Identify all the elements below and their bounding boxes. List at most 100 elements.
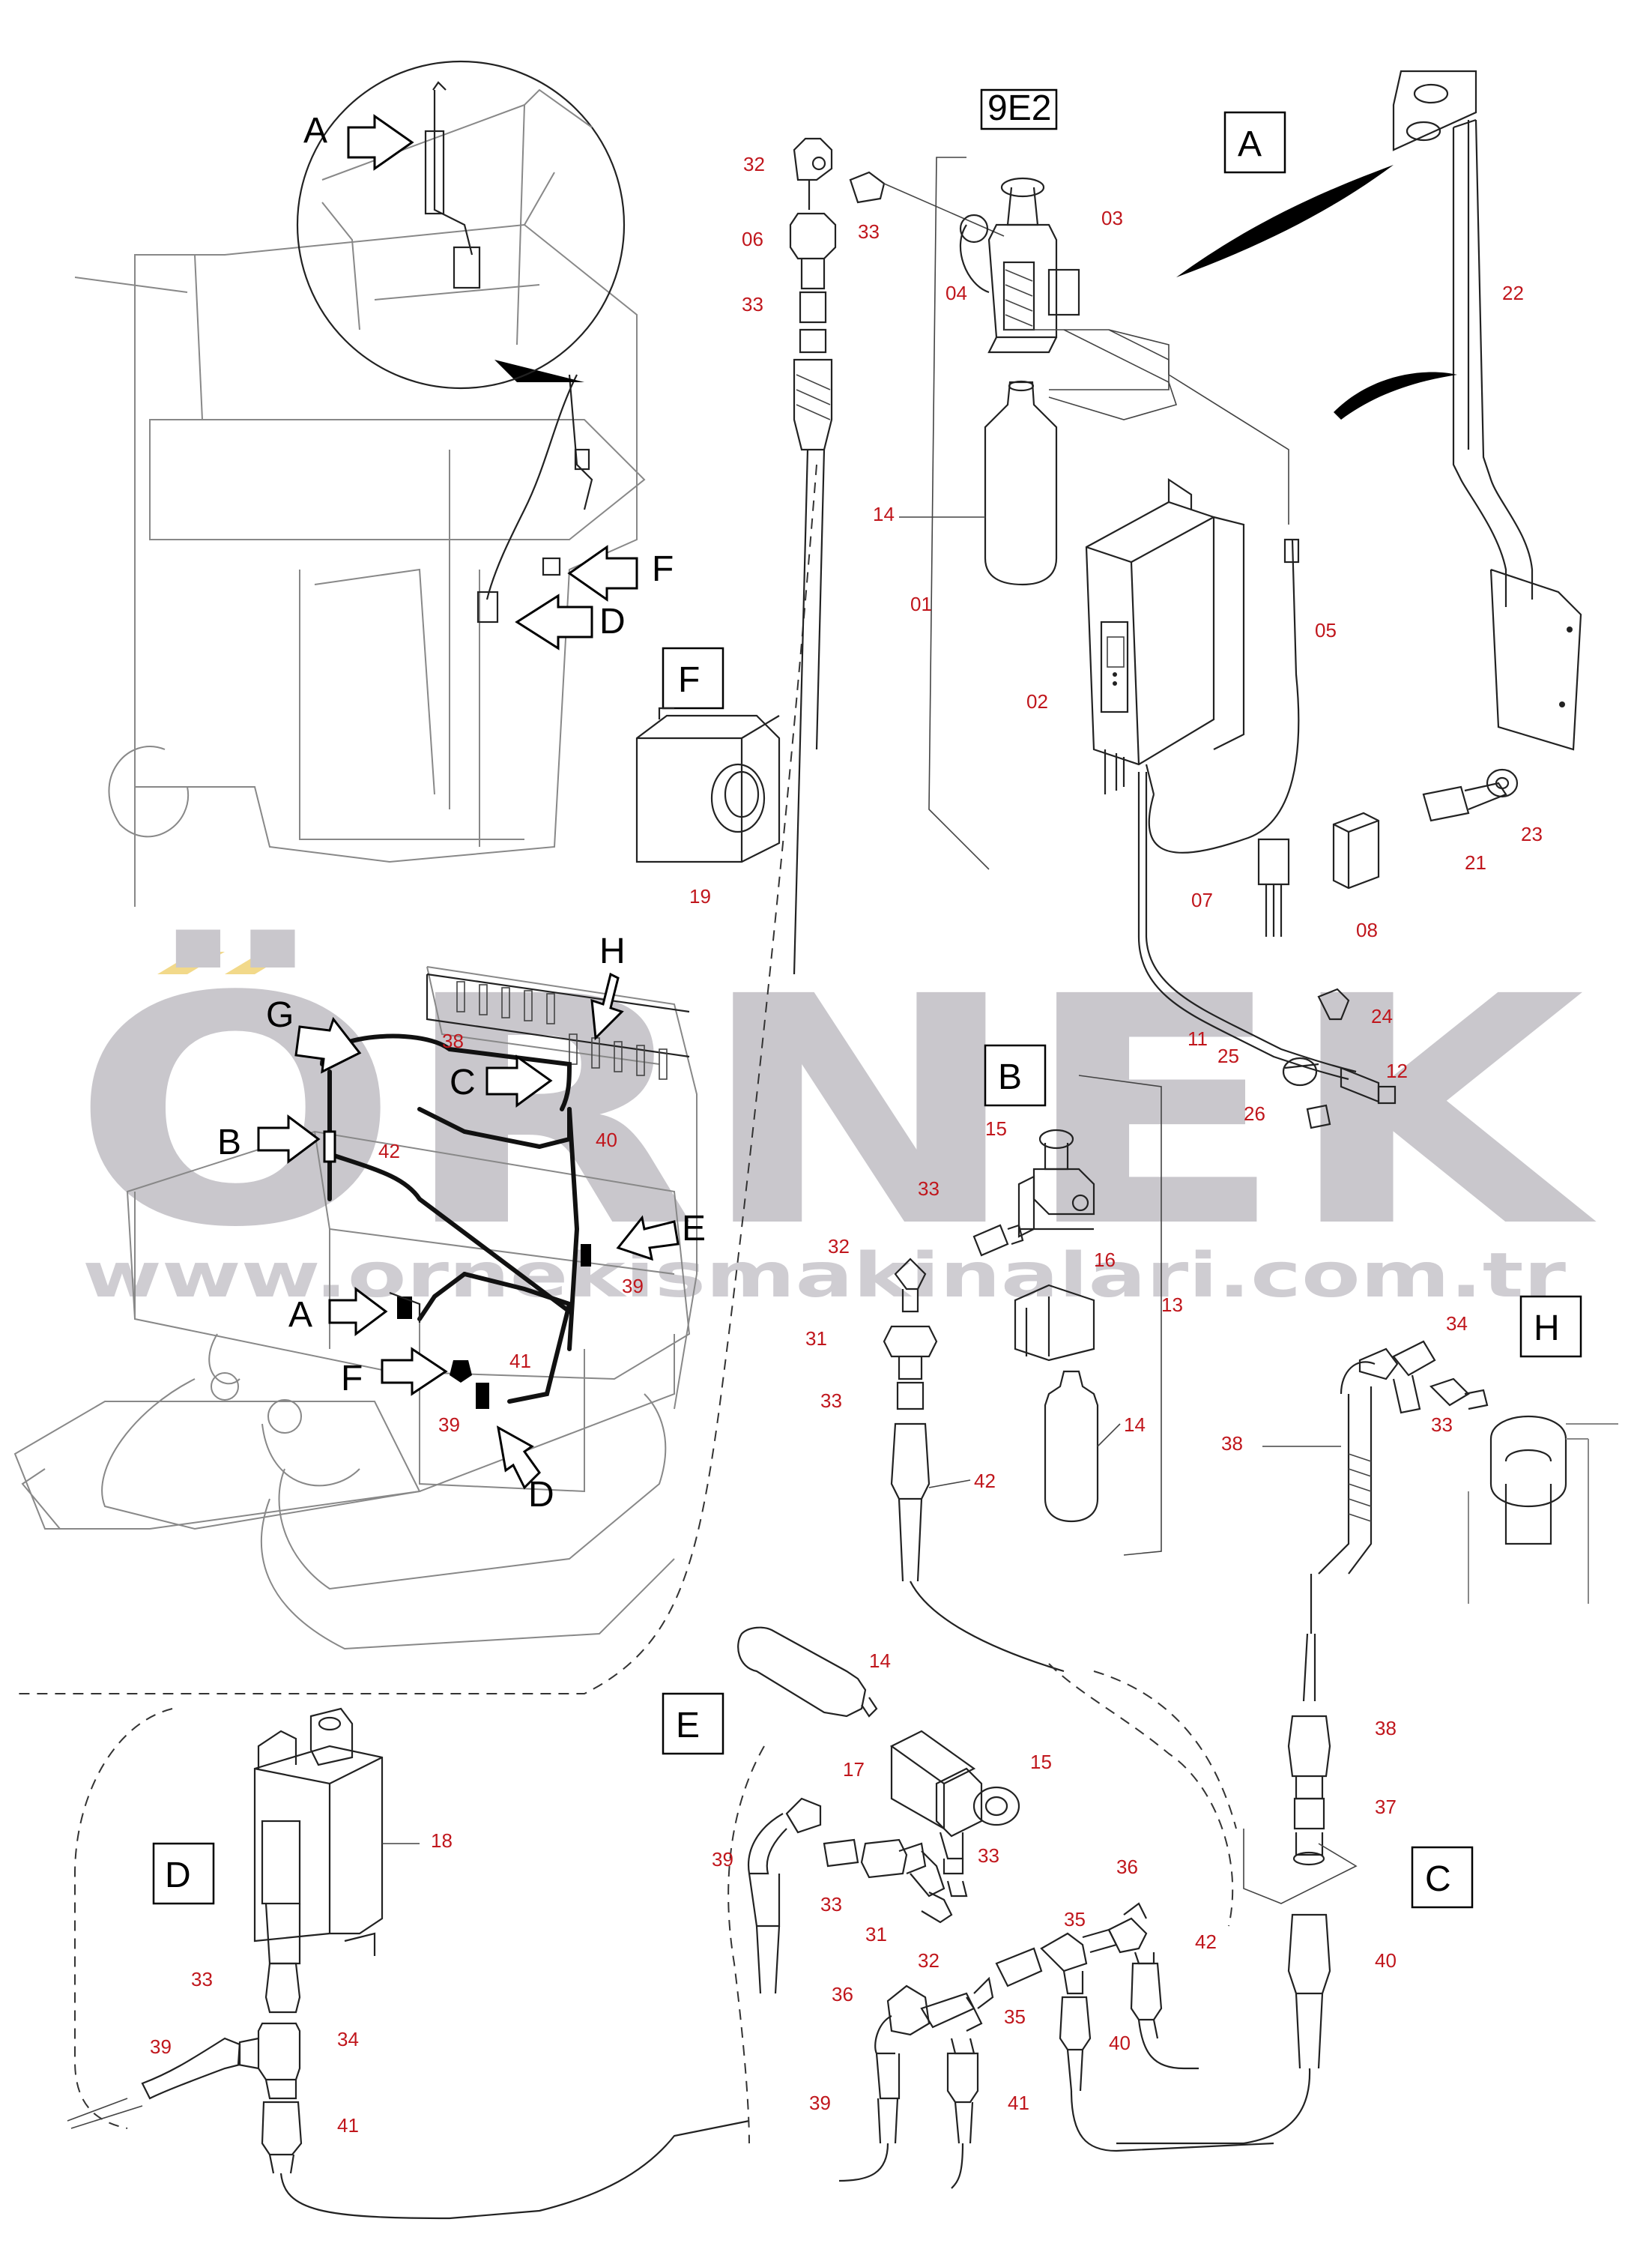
svg-text:24: 24 (1371, 1005, 1393, 1027)
arrow-g (294, 1016, 362, 1074)
part-38-hose-h (1310, 1361, 1376, 1634)
svg-text:13: 13 (1161, 1294, 1183, 1316)
svg-text:21: 21 (1465, 851, 1486, 874)
svg-text:23: 23 (1521, 823, 1543, 845)
svg-text:32: 32 (918, 1949, 940, 1972)
excavator-view (13, 966, 698, 1650)
svg-text:41: 41 (1008, 2092, 1029, 2114)
svg-text:14: 14 (873, 503, 895, 525)
svg-text:39: 39 (622, 1275, 644, 1297)
diagram-code-box: 9E2 (980, 88, 1058, 130)
arrow-f-mid (381, 1347, 448, 1396)
svg-text:42: 42 (974, 1470, 996, 1492)
svg-text:04: 04 (945, 282, 967, 304)
part-15-valve-b (1017, 1129, 1095, 1238)
svg-text:35: 35 (1064, 1908, 1086, 1931)
valve-bank (456, 981, 668, 1080)
view-e-box: E (662, 1692, 724, 1755)
part-21-screw (1422, 782, 1507, 822)
svg-text:06: 06 (742, 228, 763, 250)
svg-text:33: 33 (1431, 1413, 1453, 1436)
fitting-chain-b (883, 1224, 1065, 1673)
svg-text:F: F (678, 660, 700, 700)
part-22-bracket (1176, 70, 1582, 751)
svg-text:33: 33 (918, 1177, 940, 1200)
svg-text:39: 39 (438, 1413, 460, 1436)
svg-text:9E2: 9E2 (987, 88, 1051, 128)
svg-text:05: 05 (1315, 619, 1337, 642)
svg-text:31: 31 (805, 1327, 827, 1350)
fitting-chain-d (67, 1962, 750, 2220)
view-b-box: B (984, 1044, 1047, 1107)
svg-text:B: B (217, 1123, 241, 1162)
svg-text:F: F (341, 1359, 363, 1398)
svg-text:D: D (165, 1856, 191, 1895)
arrow-a-top (347, 114, 414, 171)
svg-text:12: 12 (1386, 1060, 1408, 1082)
svg-text:33: 33 (820, 1893, 842, 1916)
svg-text:14: 14 (869, 1649, 891, 1672)
svg-text:A: A (288, 1295, 312, 1335)
part-08-relay (1332, 812, 1380, 890)
watermark-brand: ÖRNEK (71, 926, 1599, 1296)
cylinder-h (1468, 1415, 1618, 1604)
arrow-a-mid (328, 1287, 388, 1336)
svg-text:B: B (998, 1057, 1022, 1097)
part-33-fitting-h (1429, 1377, 1489, 1410)
svg-text:38: 38 (1221, 1432, 1243, 1455)
part-12-end-fitting (1340, 1066, 1397, 1105)
svg-text:25: 25 (1217, 1045, 1239, 1067)
part-14-bottle-top (984, 380, 1058, 586)
part-14-bottle-b (1044, 1370, 1099, 1523)
svg-text:17: 17 (843, 1758, 865, 1781)
svg-text:01: 01 (910, 593, 932, 615)
svg-text:22: 22 (1502, 282, 1524, 304)
svg-text:E: E (682, 1209, 706, 1249)
part-23-washer (1486, 768, 1519, 798)
part-16-bracket (1014, 1284, 1095, 1362)
svg-text:G: G (266, 995, 294, 1035)
detail-circle-a (296, 60, 626, 390)
svg-text:42: 42 (1195, 1931, 1217, 1953)
arrow-f-top (567, 545, 638, 602)
view-c-box: C (1411, 1846, 1474, 1909)
fitting-chain-e (748, 1797, 968, 1994)
arrow-d-top (515, 594, 593, 650)
svg-text:D: D (599, 602, 626, 642)
svg-text:39: 39 (712, 1848, 733, 1871)
svg-text:41: 41 (337, 2114, 359, 2137)
svg-text:32: 32 (743, 153, 765, 175)
svg-text:26: 26 (1244, 1102, 1265, 1125)
part-02-controller-box (1085, 477, 1300, 854)
svg-text:C: C (450, 1063, 476, 1102)
svg-text:C: C (1425, 1859, 1451, 1899)
svg-text:40: 40 (1375, 1949, 1397, 1972)
arrow-d-mid (496, 1425, 541, 1490)
svg-text:D: D (528, 1475, 554, 1515)
svg-text:E: E (676, 1706, 700, 1745)
svg-text:33: 33 (820, 1389, 842, 1412)
view-d-box: D (152, 1842, 215, 1905)
svg-text:33: 33 (978, 1844, 999, 1867)
svg-text:15: 15 (985, 1117, 1007, 1140)
svg-text:18: 18 (431, 1829, 453, 1852)
part-19-solenoid-coil (635, 707, 781, 863)
part-24-bolt (1317, 988, 1350, 1021)
svg-text:38: 38 (442, 1030, 464, 1052)
part-15-valve-e (935, 1767, 1020, 1838)
svg-text:36: 36 (1116, 1856, 1138, 1878)
part-25-clamp (1282, 1057, 1319, 1087)
svg-text:34: 34 (1446, 1312, 1468, 1335)
part-40-hose-c (1116, 1913, 1331, 2145)
svg-text:42: 42 (378, 1140, 400, 1162)
part-03-pump-assembly (959, 177, 1289, 525)
arrow-b (257, 1114, 321, 1164)
svg-text:08: 08 (1356, 919, 1378, 941)
svg-text:A: A (1238, 124, 1262, 164)
svg-text:33: 33 (858, 220, 880, 243)
arrow-c (485, 1054, 553, 1108)
svg-text:37: 37 (1375, 1796, 1397, 1818)
svg-text:31: 31 (865, 1923, 887, 1945)
